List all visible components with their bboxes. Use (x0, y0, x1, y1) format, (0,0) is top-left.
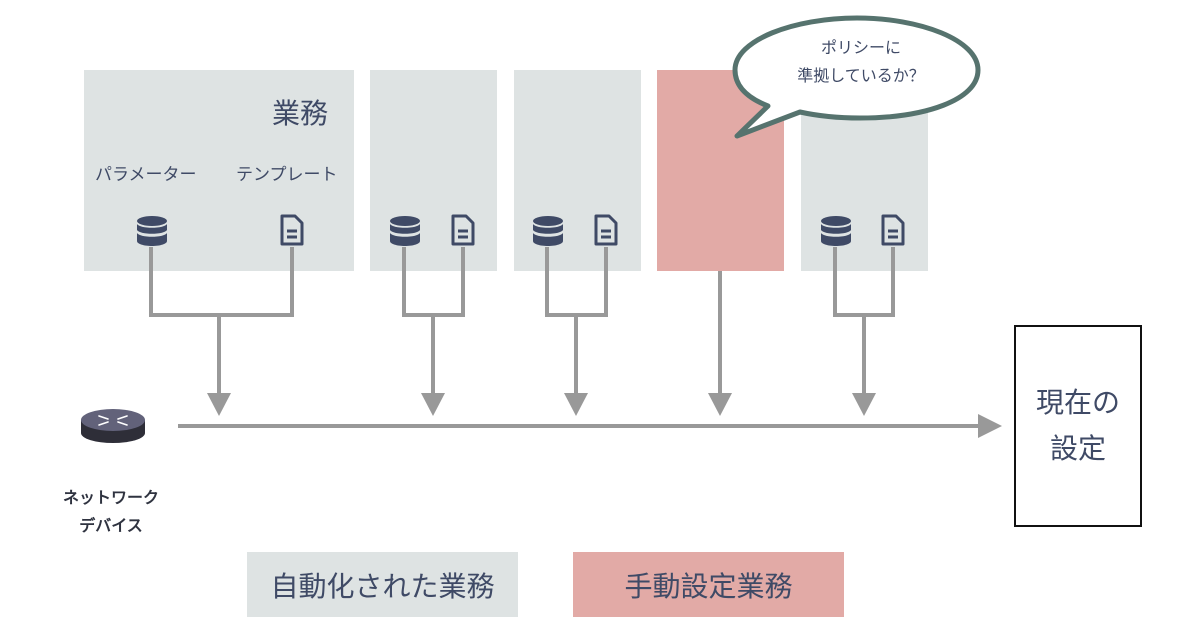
connector-lines (149, 247, 980, 428)
device-label-line-2: デバイス (79, 516, 143, 535)
automated-task-block-1 (84, 70, 354, 271)
arrowhead-4 (708, 393, 732, 416)
legend-manual: 手動設定業務 (573, 552, 844, 617)
connector-1 (149, 247, 294, 317)
legend-automated: 自動化された業務 (247, 552, 518, 617)
arrowhead-5 (852, 393, 876, 416)
speech-bubble-line-2: 準拠しているか？ (797, 66, 925, 85)
router-icon (81, 409, 145, 443)
device-label-line-1: ネットワーク (62, 488, 159, 507)
current-config-line-1: 現在の (1035, 386, 1120, 419)
arrowhead-1 (207, 393, 231, 416)
database-icon (821, 216, 851, 246)
parameter-label: パラメーター (95, 165, 197, 185)
speech-bubble-text: ポリシーに 準拠しているか？ (752, 34, 970, 90)
speech-bubble (732, 15, 981, 139)
network-device-label: ネットワーク デバイス (46, 484, 176, 540)
connector-2 (402, 247, 465, 317)
arrowheads (207, 393, 1002, 438)
main-arrowhead (978, 414, 1002, 438)
current-config-line-2: 設定 (1049, 432, 1106, 465)
database-icon (533, 216, 563, 246)
document-icon (451, 214, 475, 246)
arrowhead-3 (564, 393, 588, 416)
database-icon (390, 216, 420, 246)
arrowhead-2 (421, 393, 445, 416)
current-config-box: 現在の 設定 (1014, 325, 1142, 527)
document-icon (280, 214, 304, 246)
connector-3 (545, 247, 608, 317)
template-label: テンプレート (236, 165, 338, 185)
document-icon (881, 214, 905, 246)
speech-bubble-line-1: ポリシーに (820, 38, 901, 57)
document-icon (594, 214, 618, 246)
block-title: 業務 (272, 97, 329, 130)
connector-5 (833, 247, 895, 317)
database-icon (137, 216, 167, 246)
